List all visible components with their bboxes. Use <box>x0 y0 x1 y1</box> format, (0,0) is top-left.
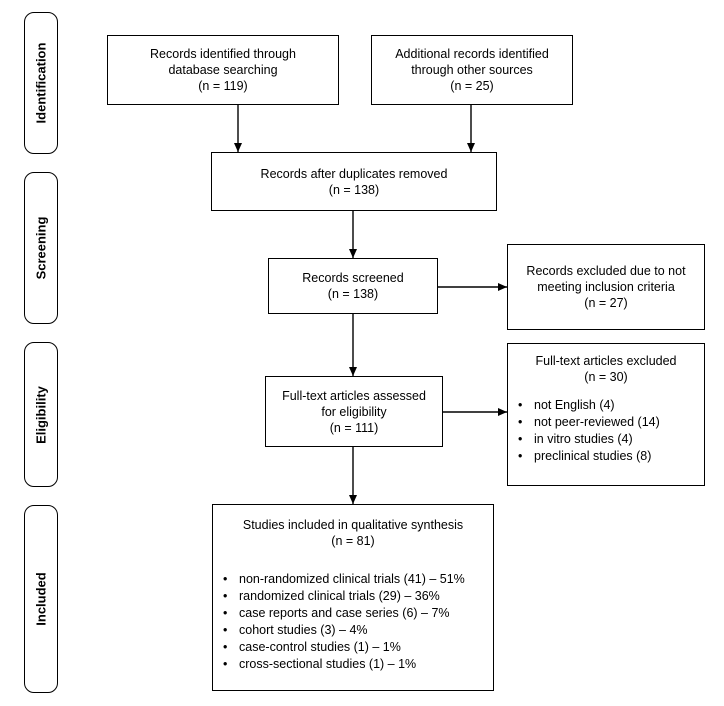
included-study-types: non-randomized clinical trials (41) – 51… <box>213 571 493 673</box>
list-item: cross-sectional studies (1) – 1% <box>213 656 493 673</box>
included-line-1: Studies included in qualitative synthesi… <box>242 518 464 532</box>
after-duplicates-line-2: (n = 138) <box>328 182 380 197</box>
screened-line-1: Records screened <box>302 271 404 285</box>
list-item: not English (4) <box>508 397 704 414</box>
fulltext-assessed-line-3: (n = 111) <box>329 420 379 435</box>
box-records-screened: Records screened (n = 138) <box>268 258 438 314</box>
list-item: case reports and case series (6) – 7% <box>213 605 493 622</box>
phase-eligibility: Eligibility <box>24 342 58 487</box>
excluded-criteria-line-2: meeting inclusion criteria <box>537 280 675 294</box>
list-item: non-randomized clinical trials (41) – 51… <box>213 571 493 588</box>
list-item: in vitro studies (4) <box>508 431 704 448</box>
box-records-excluded: Records excluded due to not meeting incl… <box>507 244 705 330</box>
other-sources-line-3: (n = 25) <box>450 79 494 93</box>
other-sources-line-1: Additional records identified <box>395 47 549 61</box>
other-sources-line-2: through other sources <box>411 63 533 77</box>
after-duplicates-line-1: Records after duplicates removed <box>260 166 448 181</box>
list-item: case-control studies (1) – 1% <box>213 639 493 656</box>
fulltext-excluded-line-1: Full-text articles excluded <box>535 354 677 368</box>
phase-included: Included <box>24 505 58 693</box>
box-database-records: Records identified through database sear… <box>107 35 339 105</box>
included-line-2: (n = 81) <box>331 534 375 548</box>
excluded-criteria-line-1: Records excluded due to not <box>526 264 686 278</box>
database-line-3: (n = 119) <box>198 79 248 93</box>
fulltext-excluded-reasons: not English (4) not peer-reviewed (14) i… <box>508 397 704 465</box>
box-fulltext-excluded: Full-text articles excluded (n = 30) not… <box>507 343 705 486</box>
box-studies-included: Studies included in qualitative synthesi… <box>212 504 494 691</box>
screened-line-2: (n = 138) <box>327 287 379 301</box>
database-line-2: database searching <box>168 63 278 77</box>
excluded-criteria-line-3: (n = 27) <box>584 296 628 310</box>
database-line-1: Records identified through <box>150 47 296 61</box>
fulltext-excluded-line-2: (n = 30) <box>584 370 628 384</box>
box-after-duplicates: Records after duplicates removed (n = 13… <box>211 152 497 211</box>
list-item: not peer-reviewed (14) <box>508 414 704 431</box>
list-item: cohort studies (3) – 4% <box>213 622 493 639</box>
box-fulltext-assessed: Full-text articles assessed for eligibil… <box>265 376 443 447</box>
list-item: preclinical studies (8) <box>508 448 704 465</box>
fulltext-assessed-line-2: for eligibility <box>321 404 387 419</box>
phase-identification: Identification <box>24 12 58 154</box>
fulltext-assessed-line-1: Full-text articles assessed <box>282 388 426 403</box>
phase-screening: Screening <box>24 172 58 324</box>
list-item: randomized clinical trials (29) – 36% <box>213 588 493 605</box>
box-other-sources: Additional records identified through ot… <box>371 35 573 105</box>
